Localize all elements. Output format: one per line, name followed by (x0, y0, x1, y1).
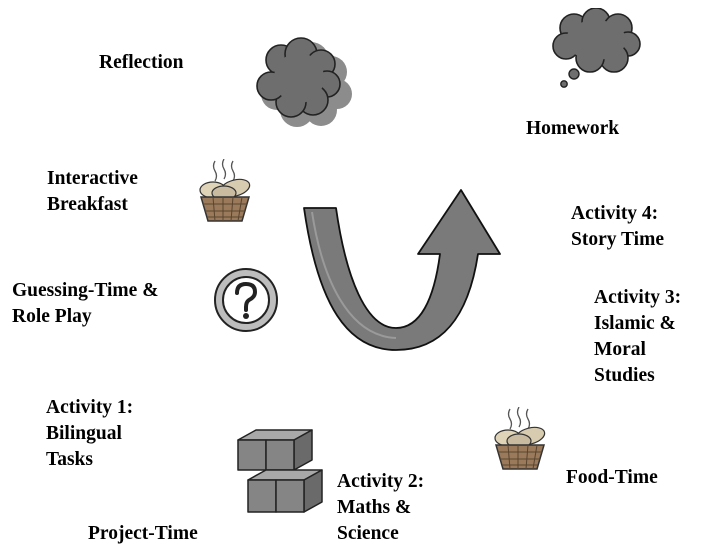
label-line: Breakfast (47, 194, 128, 215)
label-activity-4: Activity 4: Story Time (571, 201, 664, 253)
question-mark-icon (214, 268, 278, 332)
label-line: Activity 3: (594, 287, 682, 308)
label-line: Studies (594, 365, 655, 386)
bread-basket-icon (494, 407, 546, 470)
label-line: Role Play (12, 306, 92, 327)
label-line: Interactive (47, 168, 138, 189)
label-line: Project-Time (88, 523, 198, 544)
label-line: Story Time (571, 229, 664, 250)
blocks-icon (237, 429, 323, 513)
label-line: Tasks (46, 449, 93, 470)
label-line: Reflection (99, 52, 184, 73)
label-food-time: Food-Time (566, 465, 658, 491)
label-project-time: Project-Time (88, 521, 198, 547)
label-line: Homework (526, 118, 620, 139)
curved-arrow-icon (303, 189, 501, 351)
label-line: Islamic & (594, 313, 676, 334)
label-line: Activity 4: (571, 203, 659, 224)
cloud-icon (256, 37, 352, 127)
label-interactive-breakfast: Interactive Breakfast (47, 166, 138, 218)
label-activity-1: Activity 1: Bilingual Tasks (46, 395, 133, 473)
thought-bubble-icon (552, 8, 641, 88)
label-line: Bilingual (46, 423, 122, 444)
label-line: Moral (594, 339, 646, 360)
label-line: Guessing-Time & (12, 280, 159, 301)
label-line: Activity 2: (337, 471, 425, 492)
label-activity-3: Activity 3: Islamic & Moral Studies (594, 285, 681, 389)
label-line: Activity 1: (46, 397, 134, 418)
label-guessing-time: Guessing-Time & Role Play (12, 278, 158, 330)
label-line: Maths & (337, 497, 412, 518)
bread-basket-icon (199, 159, 251, 222)
label-activity-2: Activity 2: Maths & Science (337, 469, 424, 547)
label-line: Food-Time (566, 467, 658, 488)
label-reflection: Reflection (99, 50, 183, 76)
label-line: Science (337, 523, 399, 544)
label-homework: Homework (526, 116, 619, 142)
